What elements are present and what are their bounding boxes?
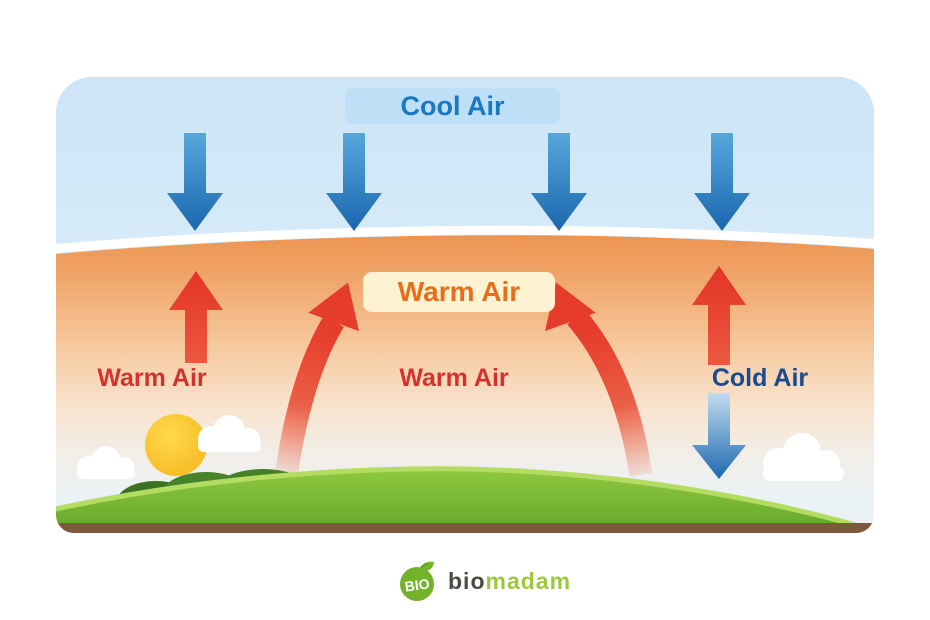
warm-air-center-label: Warm Air xyxy=(399,364,509,392)
cool-air-down-arrow-1 xyxy=(167,133,223,231)
soil-strip xyxy=(56,523,874,533)
cool-air-label: Cool Air xyxy=(345,88,560,124)
cool-air-down-arrow-2 xyxy=(326,133,382,231)
sun-icon xyxy=(145,414,207,476)
cold-air-label: Cold Air xyxy=(711,364,809,392)
bio-badge-text: BIO xyxy=(404,575,431,594)
grass-highlight-edge xyxy=(56,466,874,533)
cloud-icon-left xyxy=(77,446,135,479)
biomadam-logo: BIO biomadam xyxy=(399,560,571,602)
warm-updraft-arrowhead-right xyxy=(544,282,596,332)
updraft-arrow-right xyxy=(692,266,746,365)
cool-air-arrows xyxy=(167,133,750,231)
boundary-wave xyxy=(56,225,874,254)
warm-air-left-label: Warm Air xyxy=(97,364,207,392)
brand-suffix: madam xyxy=(485,568,572,594)
convection-diagram: Cool Air Warm Air Warm Air Warm Air Cold… xyxy=(56,77,874,533)
cool-air-down-arrow-3 xyxy=(531,133,587,231)
grass-hill xyxy=(56,469,874,533)
cool-air-down-arrow-4 xyxy=(694,133,750,231)
brand-text: biomadam xyxy=(448,560,571,602)
brand-prefix: bio xyxy=(448,568,486,594)
warm-updraft-arrow-left xyxy=(169,271,223,363)
warm-updraft-arrowhead-left xyxy=(308,282,360,332)
warm-air-layer xyxy=(56,235,874,533)
cloud-icon-near-sun xyxy=(198,415,261,452)
cloud-icon-right xyxy=(763,433,844,481)
diagram-graphics xyxy=(56,77,874,533)
bio-badge-icon: BIO xyxy=(400,561,434,601)
warm-updraft-arrow-curved-left xyxy=(274,315,344,479)
warm-updraft-arrow-curved-right xyxy=(567,309,653,477)
cold-air-down-arrow xyxy=(692,393,746,479)
warm-air-box-label: Warm Air xyxy=(363,272,555,312)
